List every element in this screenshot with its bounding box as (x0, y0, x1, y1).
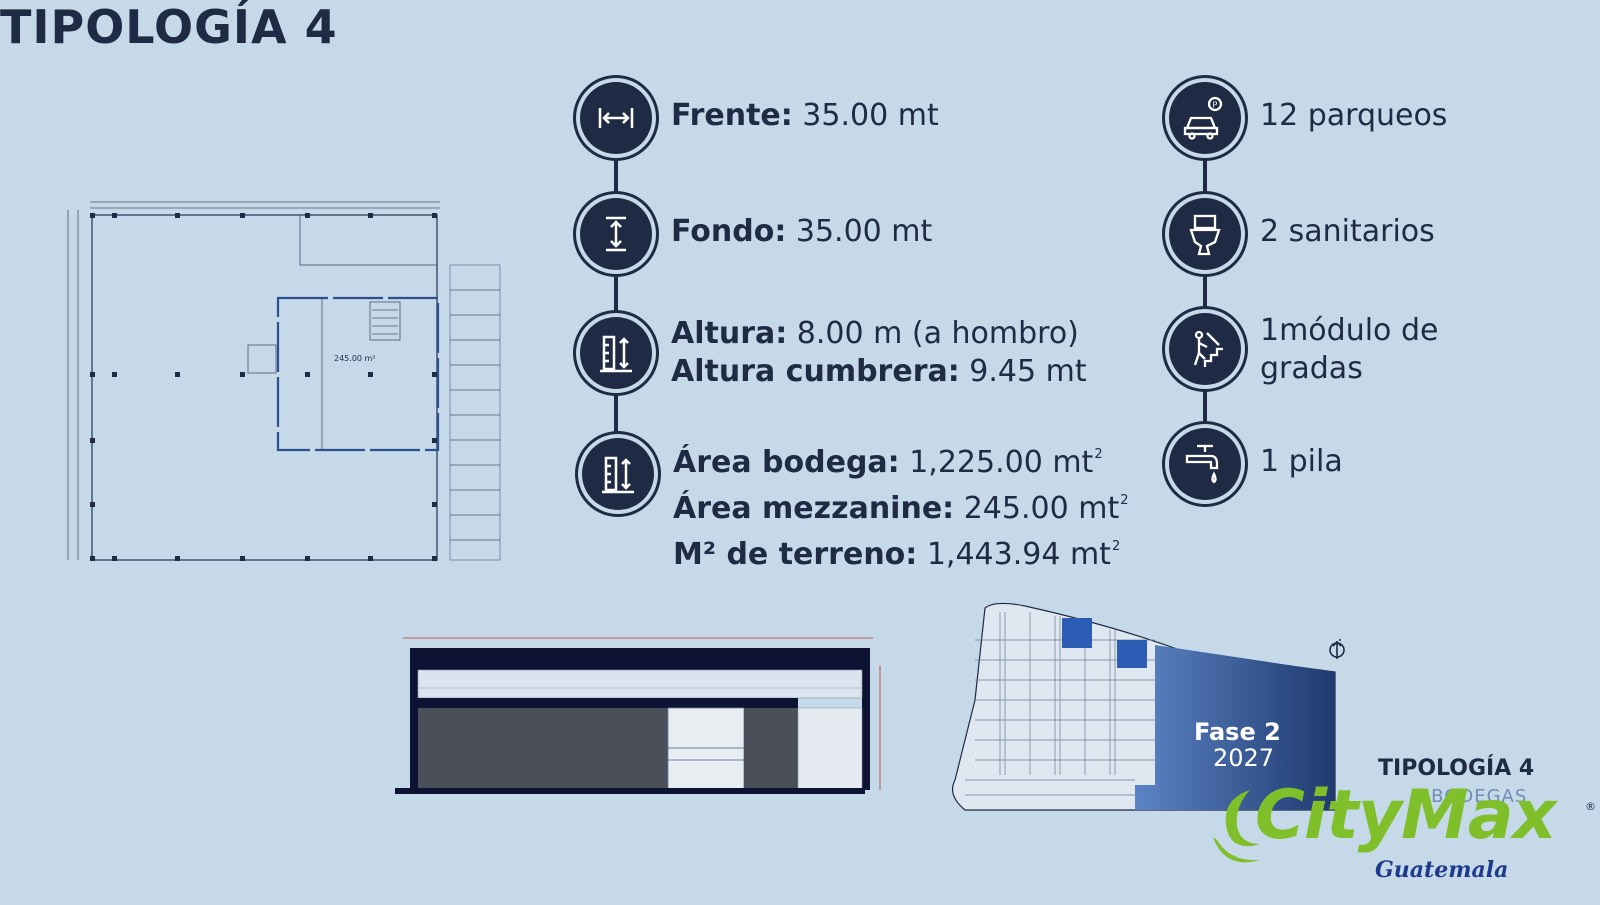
left-connector-line (614, 150, 618, 470)
feature-altura-line: Altura: 8.00 m (a hombro) (671, 316, 1079, 351)
logo-registered-mark: ® (1585, 800, 1596, 813)
feature-frente: Frente: 35.00 mt (671, 98, 939, 133)
feature-gradas-line-2: gradas (1260, 351, 1363, 386)
svg-text:P: P (1213, 101, 1218, 110)
area-ruler-icon (582, 438, 654, 510)
map-tag-subtitle: 2 BODEGAS (1412, 786, 1528, 807)
stairs-icon (1169, 313, 1241, 385)
feature-sanitarios: 2 sanitarios (1260, 214, 1435, 249)
phase-label: Fase 2 (1194, 718, 1281, 746)
phase-year: 2027 (1213, 744, 1275, 772)
feature-altura: Altura: 8.00 m (a hombro) Altura cumbrer… (671, 315, 1087, 391)
feature-gradas-line-1: 1módulo de (1260, 313, 1439, 348)
feature-area-mezzanine-line: Área mezzanine: 245.00 mt2 (673, 491, 1129, 526)
right-connector-line (1203, 150, 1207, 460)
feature-altura-cumbrera-line: Altura cumbrera: 9.45 mt (671, 354, 1087, 389)
toilet-icon (1169, 198, 1241, 270)
parking-car-icon: P (1169, 82, 1241, 154)
north-compass-icon (1329, 640, 1345, 659)
height-ruler-icon (580, 317, 652, 389)
feature-pila: 1 pila (1260, 444, 1343, 479)
width-arrows-icon (580, 82, 652, 154)
depth-arrows-icon (580, 198, 652, 270)
feature-terreno-line: M² de terreno: 1,443.94 mt2 (673, 537, 1121, 572)
feature-parqueos: 12 parqueos (1260, 98, 1448, 133)
elevation-drawing (395, 637, 881, 794)
map-tag-title: TIPOLOGÍA 4 (1378, 756, 1535, 781)
citymax-swoosh-icon (1213, 790, 1260, 863)
page-title: TIPOLOGÍA 4 (0, 0, 338, 54)
site-map (952, 602, 1341, 811)
feature-gradas: 1módulo de gradas (1260, 312, 1438, 388)
logo-subtitle: Guatemala (1375, 857, 1509, 883)
logo-wordmark: CityMax (1255, 776, 1556, 855)
feature-area-bodega-line: Área bodega: 1,225.00 mt2 (673, 445, 1103, 480)
faucet-icon (1169, 428, 1241, 500)
feature-areas: Área bodega: 1,225.00 mt2 Área mezzanine… (673, 436, 1128, 574)
floor-plan-drawing: 245.00 m² (67, 201, 501, 561)
floor-plan-area-label: 245.00 m² (334, 354, 376, 363)
feature-fondo: Fondo: 35.00 mt (671, 214, 933, 249)
